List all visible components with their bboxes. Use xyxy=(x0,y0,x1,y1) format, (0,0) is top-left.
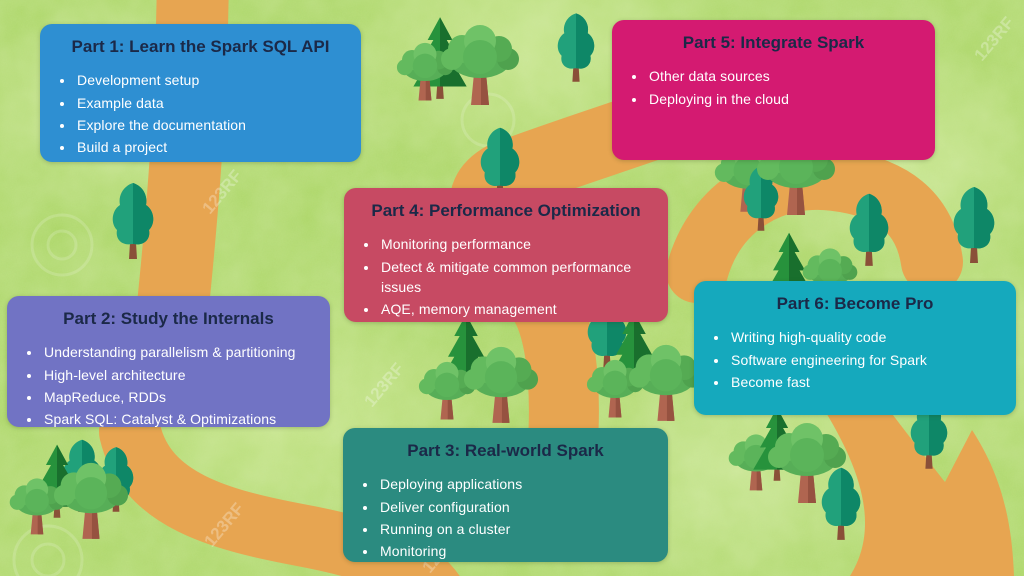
card-part-3-bullets: Deploying applicationsDeliver configurat… xyxy=(357,474,654,561)
card-part-4-bullets: Monitoring performanceDetect & mitigate … xyxy=(358,234,654,319)
card-part-1-title: Part 1: Learn the Spark SQL API xyxy=(71,37,330,56)
card-part-5-bullets: Other data sourcesDeploying in the cloud xyxy=(626,66,921,109)
bullet-item: Understanding parallelism & partitioning xyxy=(42,342,316,362)
bullet-item: Monitoring xyxy=(378,541,654,561)
card-part-4-title: Part 4: Performance Optimization xyxy=(371,201,641,220)
bullet-item: Deploying in the cloud xyxy=(647,89,921,109)
bullet-item: Writing high-quality code xyxy=(729,327,1002,347)
bullet-item: Development setup xyxy=(75,70,347,90)
card-part-4: Part 4: Performance Optimization Monitor… xyxy=(344,188,668,322)
card-part-3-title: Part 3: Real-world Spark xyxy=(407,441,604,460)
bullet-item: Monitoring performance xyxy=(379,234,654,254)
bullet-item: High-level architecture xyxy=(42,365,316,385)
bullet-item: Build a project xyxy=(75,137,347,157)
card-part-5-title: Part 5: Integrate Spark xyxy=(682,33,865,52)
bullet-item: Become fast xyxy=(729,372,1002,392)
bullet-item: Detect & mitigate common performance iss… xyxy=(379,257,654,298)
trail-path xyxy=(666,147,963,303)
trail-path xyxy=(99,401,458,576)
bullet-item: Other data sources xyxy=(647,66,921,86)
bullet-item: AQE, memory management xyxy=(379,299,654,319)
bullet-item: MapReduce, RDDs xyxy=(42,387,316,407)
trail-fork xyxy=(822,406,1014,576)
card-part-6-title: Part 6: Become Pro xyxy=(776,294,934,313)
bullet-item: Deliver configuration xyxy=(378,497,654,517)
card-part-2-bullets: Understanding parallelism & partitioning… xyxy=(21,342,316,429)
card-part-3: Part 3: Real-world Spark Deploying appli… xyxy=(343,428,668,562)
bullet-item: Running on a cluster xyxy=(378,519,654,539)
card-part-6: Part 6: Become Pro Writing high-quality … xyxy=(694,281,1016,415)
bullet-item: Spark SQL: Catalyst & Optimizations xyxy=(42,409,316,429)
card-part-1-bullets: Development setupExample dataExplore the… xyxy=(54,70,347,157)
card-part-5: Part 5: Integrate Spark Other data sourc… xyxy=(612,20,935,160)
card-part-2-title: Part 2: Study the Internals xyxy=(63,309,274,328)
bullet-item: Example data xyxy=(75,93,347,113)
bullet-item: Explore the documentation xyxy=(75,115,347,135)
bullet-item: Software engineering for Spark xyxy=(729,350,1002,370)
card-part-2: Part 2: Study the Internals Understandin… xyxy=(7,296,330,427)
bullet-item: Deploying applications xyxy=(378,474,654,494)
card-part-6-bullets: Writing high-quality codeSoftware engine… xyxy=(708,327,1002,392)
card-part-1: Part 1: Learn the Spark SQL API Developm… xyxy=(40,24,361,162)
